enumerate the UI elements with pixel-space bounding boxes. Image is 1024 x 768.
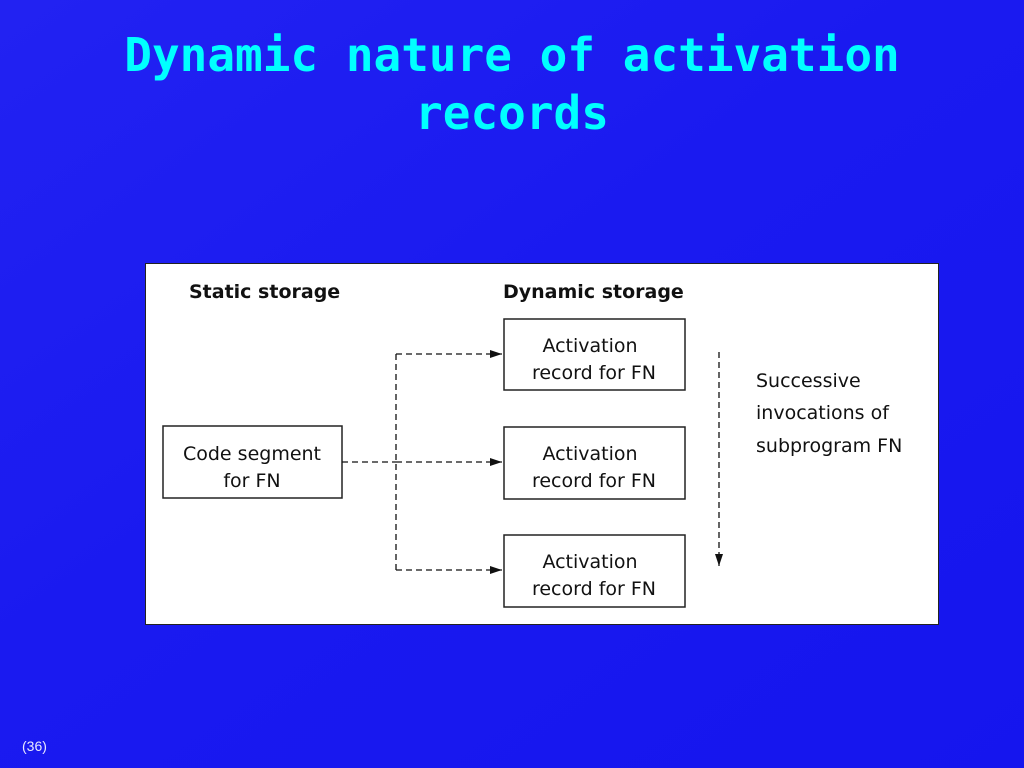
- activation-record-label-line-1: Activation: [542, 335, 637, 357]
- successive-invocations-note: Successive invocations of subprogram FN: [756, 370, 902, 457]
- slide-title-line-1: Dynamic nature of activation: [124, 28, 900, 82]
- activation-record-box: Activation record for FN: [503, 426, 686, 500]
- page-number: (36): [22, 738, 47, 754]
- activation-record-box: Activation record for FN: [503, 534, 686, 608]
- slide-title: Dynamic nature of activation records: [40, 26, 984, 142]
- code-segment-box: Code segment for FN: [162, 425, 343, 499]
- activation-record-label-line-1: Activation: [542, 443, 637, 465]
- slide-title-line-2: records: [415, 86, 609, 140]
- storage-diagram: Static storage Dynamic storage Code segm…: [145, 263, 939, 625]
- activation-record-label-line-2: record for FN: [532, 578, 656, 600]
- activation-record-label-line-2: record for FN: [532, 470, 656, 492]
- code-segment-label-line-1: Code segment: [183, 443, 321, 465]
- code-segment-label-line-2: for FN: [223, 470, 280, 492]
- activation-record-label-line-2: record for FN: [532, 362, 656, 384]
- side-note-line-2: invocations of: [756, 402, 890, 424]
- activation-record-box: Activation record for FN: [503, 318, 686, 391]
- connector-arrows: [342, 350, 723, 574]
- static-storage-header: Static storage: [189, 281, 340, 303]
- storage-diagram-canvas: Static storage Dynamic storage Code segm…: [162, 281, 902, 608]
- activation-record-label-line-1: Activation: [542, 551, 637, 573]
- side-note-line-3: subprogram FN: [756, 435, 902, 457]
- dynamic-storage-header: Dynamic storage: [503, 281, 684, 303]
- side-note-line-1: Successive: [756, 370, 861, 392]
